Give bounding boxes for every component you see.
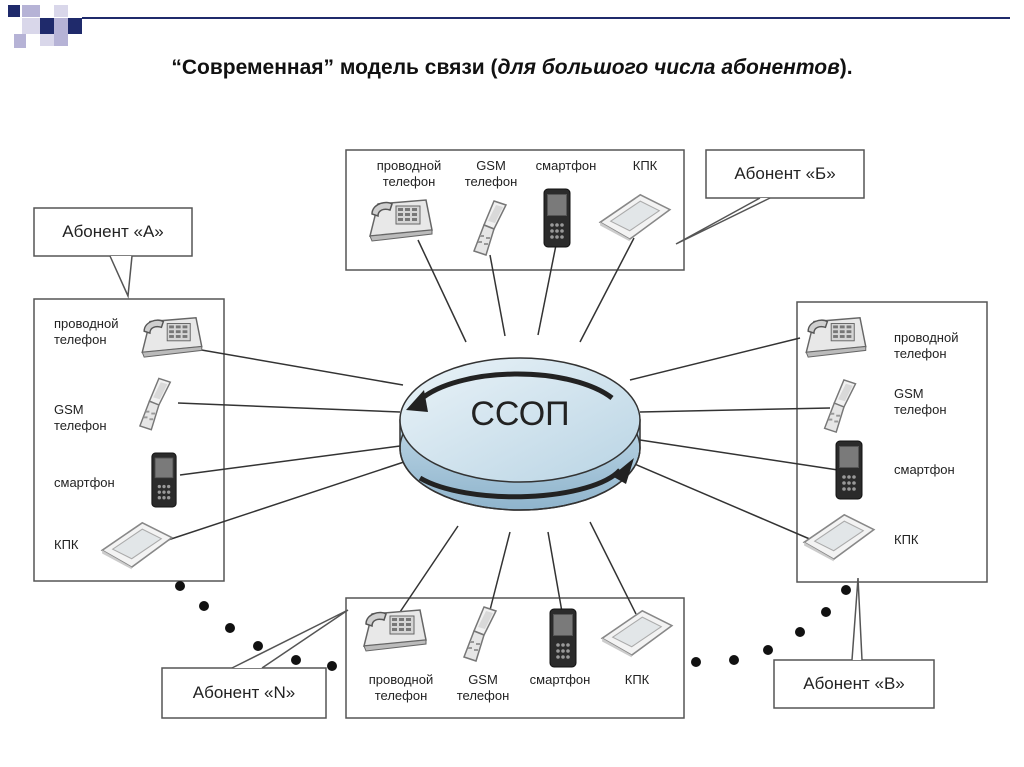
device-label-pda: КПК — [624, 672, 650, 687]
rotation-arrow-top — [418, 371, 614, 402]
wired-phone-icon — [363, 609, 427, 652]
deco-square — [8, 5, 20, 17]
deco-square — [54, 5, 68, 17]
title-text: “Современная” модель связи ( — [171, 56, 498, 79]
callout-b-pointer — [675, 197, 771, 245]
gsm-phone-icon — [823, 379, 857, 433]
subscriber-n-box — [345, 597, 685, 719]
gsm-phone-icon — [473, 200, 507, 256]
slide-title: “Современная” модель связи (для большого… — [0, 56, 1024, 80]
callout-n-box — [161, 667, 327, 719]
wired-phone-icon — [141, 317, 203, 358]
device-label-smartphone: смартфон — [54, 475, 115, 490]
device-label-gsm-phone: GSM телефон — [456, 672, 510, 703]
arrowhead-icon — [612, 458, 634, 484]
callout-subscriber-b: Абонент «Б» — [734, 164, 836, 183]
device-label-smartphone: смартфон — [894, 462, 955, 477]
smartphone-icon — [549, 608, 577, 668]
device-label-smartphone: смартфон — [535, 158, 597, 173]
deco-square — [40, 18, 54, 34]
callout-v-box — [773, 659, 935, 709]
device-label-smartphone: смартфон — [529, 672, 591, 687]
gsm-phone-icon — [463, 606, 497, 662]
arrowhead-icon — [406, 390, 428, 412]
deco-square — [22, 18, 40, 34]
pda-icon — [803, 513, 875, 562]
device-label-pda: КПК — [894, 532, 919, 547]
callout-a-pointer — [109, 255, 133, 299]
callout-subscriber-n: Абонент «N» — [192, 683, 296, 702]
deco-square — [54, 18, 68, 46]
rotation-arrow-bottom — [418, 468, 622, 500]
deco-square — [22, 5, 40, 17]
smartphone-icon — [835, 440, 863, 500]
device-label-gsm-phone: GSM телефон — [54, 402, 107, 433]
subscriber-a-box — [33, 298, 225, 582]
smartphone-icon — [543, 188, 571, 248]
title-text-end: ). — [839, 56, 853, 79]
callout-b-box — [705, 149, 865, 199]
device-label-wired-phone: проводной телефон — [894, 330, 959, 361]
callout-subscriber-v: Абонент «В» — [803, 674, 905, 693]
callout-n-pointer — [231, 609, 349, 669]
device-label-gsm-phone: GSM телефон — [894, 386, 947, 417]
device-label-wired-phone: проводной телефон — [54, 316, 119, 347]
smartphone-icon — [151, 452, 177, 508]
subscriber-b-box — [345, 149, 685, 271]
hub-label: ССОП — [470, 395, 570, 433]
device-label-wired-phone: проводной телефон — [376, 158, 442, 189]
wired-phone-icon — [369, 199, 433, 242]
ellipsis-dots — [175, 581, 851, 671]
deco-square — [68, 18, 82, 34]
connection-lines — [167, 237, 839, 615]
callout-a-box — [33, 207, 193, 257]
deco-square — [40, 34, 54, 46]
device-label-wired-phone: проводной телефон — [368, 672, 434, 703]
subscriber-v-box — [796, 301, 988, 583]
wired-phone-icon — [805, 317, 867, 358]
device-label-pda: КПК — [54, 537, 79, 552]
device-label-gsm-phone: GSM телефон — [464, 158, 518, 189]
device-label-pda: КПК — [632, 158, 658, 173]
pda-icon — [599, 193, 671, 242]
title-italic: для большого числа абонентов — [497, 56, 840, 79]
callout-v-pointer — [851, 577, 863, 661]
slide-decoration — [8, 5, 1010, 48]
gsm-phone-icon — [139, 377, 172, 431]
deco-square — [14, 34, 26, 48]
ssop-hub — [399, 357, 641, 511]
pda-icon — [101, 521, 173, 570]
pda-icon — [601, 609, 673, 658]
callout-subscriber-a: Абонент «А» — [62, 222, 164, 241]
